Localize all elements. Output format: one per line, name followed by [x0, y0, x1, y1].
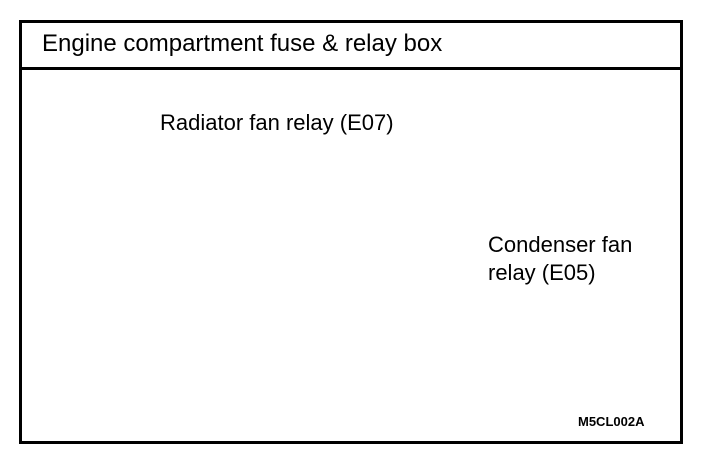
title-bar: Engine compartment fuse & relay box [22, 23, 680, 70]
label-condenser-fan-line2: relay (E05) [488, 260, 596, 286]
label-condenser-fan-line1: Condenser fan [488, 232, 633, 258]
label-radiator-fan-relay: Radiator fan relay (E07) [160, 110, 394, 136]
figure-title: Engine compartment fuse & relay box [42, 30, 443, 57]
figure-code: M5CL002A [578, 414, 645, 429]
